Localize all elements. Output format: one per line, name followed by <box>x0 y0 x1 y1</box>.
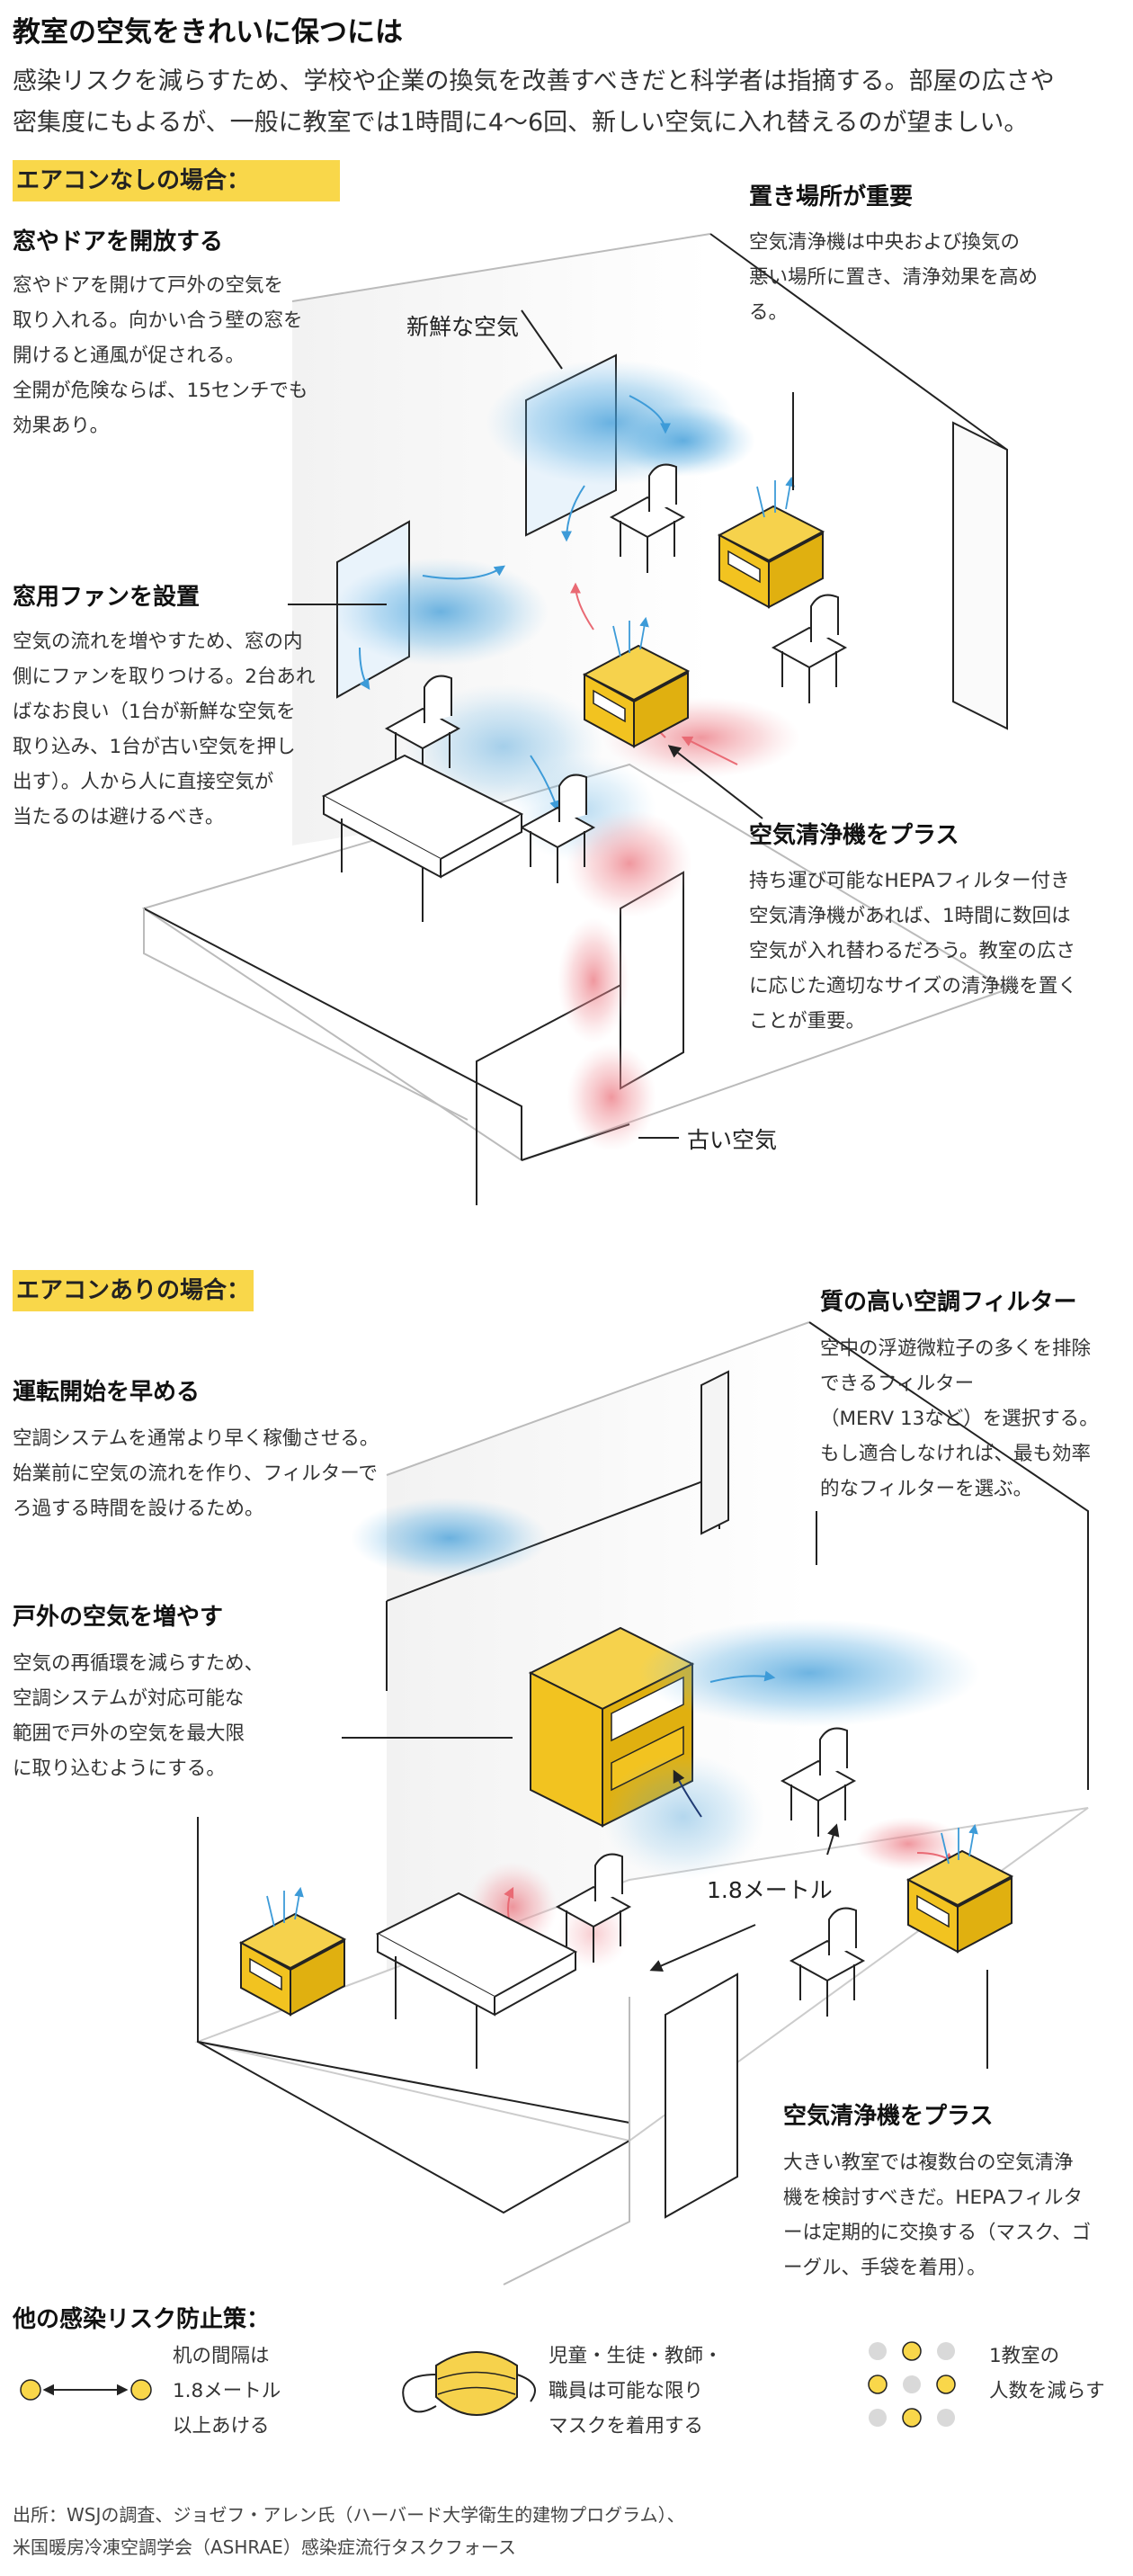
mask-icon <box>402 2351 536 2416</box>
reduce-people-icon <box>868 2341 956 2428</box>
intro-line: 感染リスクを減らすため、学校や企業の換気を改善すべきだと科学者は指摘する。部屋の… <box>13 67 1055 95</box>
fan-title: 窓用ファンを設置 <box>13 584 201 611</box>
filter-title: 質の高い空調フィルター <box>820 1289 1077 1316</box>
distance-label: 1.8メートル <box>707 1877 833 1903</box>
text-line: 1.8メートル <box>173 2380 281 2402</box>
text-line: 当たるのは避けるべき。 <box>13 806 225 828</box>
text-line: 範囲で戸外の空気を最大限 <box>13 1722 245 1745</box>
text-line: 空気清浄機があれば、1時間に数回は <box>749 905 1071 927</box>
text-line: マスクを着用する <box>549 2415 704 2437</box>
text-line: 全開が危険ならば、15センチでも <box>13 380 308 402</box>
other-title: 他の感染リスク防止策： <box>13 2306 271 2333</box>
page-title: 教室の空気をきれいに保つには <box>13 16 403 49</box>
text-line: 空気の流れを増やすため、窓の内 <box>13 631 303 653</box>
text-line: ーグル、手袋を着用）。 <box>783 2257 986 2279</box>
other-item-distance: 机の間隔は 1.8メートル 以上あける <box>173 2339 281 2444</box>
text-line: 空調システムが対応可能な <box>13 1687 245 1710</box>
text-line: 取り入れる。向かい合う壁の窓を <box>13 309 303 332</box>
room-with-ac <box>194 1321 1089 2285</box>
text-line: もし適合しなければ、最も効率 <box>820 1443 1092 1465</box>
outdoor-title: 戸外の空気を増やす <box>13 1604 224 1631</box>
purifier2-text: 大きい教室では複数台の空気清浄 機を検討すべきだ。HEPAフィルタ ーは定期的に… <box>783 2145 1091 2285</box>
text-line: る。 <box>749 301 789 324</box>
source-note: 出所：WSJの調査、ジョゼフ・アレン氏（ハーバード大学衛生的建物プログラム）、 … <box>13 2499 685 2563</box>
text-line: 児童・生徒・教師・ <box>549 2345 723 2367</box>
text-line: 空気の再循環を減らすため、 <box>13 1652 264 1675</box>
text-line: 始業前に空気の流れを作り、フィルターで <box>13 1462 378 1485</box>
text-line: 機を検討すべきだ。HEPAフィルタ <box>783 2187 1083 2209</box>
text-line: 空調システムを通常より早く稼働させる。 <box>13 1427 379 1450</box>
text-line: ばなお良い（1台が新鮮な空気を <box>13 701 296 723</box>
text-line: に応じた適切なサイズの清浄機を置く <box>749 975 1077 997</box>
filter-text: 空中の浮遊微粒子の多くを排除 できるフィルター （MERV 13など）を選択する… <box>820 1331 1099 1507</box>
fan-text: 空気の流れを増やすため、窓の内 側にファンを取りつける。2台あれ ばなお良い（1… <box>13 624 315 835</box>
text-line: 取り込み、1台が古い空気を押し <box>13 736 296 758</box>
other-item-people: 1教室の 人数を減らす <box>989 2339 1105 2409</box>
room-no-ac <box>141 233 1010 1205</box>
start-text: 空調システムを通常より早く稼働させる。 始業前に空気の流れを作り、フィルターで … <box>13 1421 379 1526</box>
text-line: ーは定期的に交換する（マスク、ゴ <box>783 2222 1092 2244</box>
outdoor-text: 空気の再循環を減らすため、 空調システムが対応可能な 範囲で戸外の空気を最大限 … <box>13 1646 263 1786</box>
text-line: 窓やドアを開けて戸外の空気を <box>13 274 284 297</box>
text-line: 側にファンを取りつける。2台あれ <box>13 666 316 688</box>
section-tag-with-ac: エアコンありの場合： <box>13 1270 254 1311</box>
intro-text: 感染リスクを減らすため、学校や企業の換気を改善すべきだと科学者は指摘する。部屋の… <box>13 61 1119 144</box>
purifier-title: 空気清浄機をプラス <box>749 822 959 849</box>
old-air-label: 古い空気 <box>687 1127 778 1153</box>
section-tag-no-ac: エアコンなしの場合： <box>13 160 340 201</box>
windows-text: 窓やドアを開けて戸外の空気を 取り入れる。向かい合う壁の窓を 開けると通風が促さ… <box>13 268 308 443</box>
text-line: に取り込むようにする。 <box>13 1758 226 1780</box>
text-line: 職員は可能な限り <box>549 2380 704 2402</box>
text-line: ことが重要。 <box>749 1010 866 1033</box>
other-item-mask: 児童・生徒・教師・ 職員は可能な限り マスクを着用する <box>549 2339 723 2444</box>
text-line: 空中の浮遊微粒子の多くを排除 <box>820 1337 1092 1360</box>
windows-title: 窓やドアを開放する <box>13 228 224 255</box>
purifier-text: 持ち運び可能なHEPAフィルター付き 空気清浄機があれば、1時間に数回は 空気が… <box>749 863 1077 1039</box>
text-line: 大きい教室では複数台の空気清浄 <box>783 2151 1074 2174</box>
text-line: 1教室の <box>989 2345 1060 2367</box>
text-line: 出す）。人から人に直接空気が <box>13 771 274 793</box>
text-line: （MERV 13など）を選択する。 <box>820 1408 1099 1430</box>
text-line: ろ過する時間を設けるため。 <box>13 1498 264 1520</box>
source-line: 米国暖房冷凍空調学会（ASHRAE）感染症流行タスクフォース <box>13 2536 516 2558</box>
text-line: 机の間隔は <box>173 2345 270 2367</box>
placement-title: 置き場所が重要 <box>749 183 914 210</box>
text-line: 持ち運び可能なHEPAフィルター付き <box>749 870 1070 892</box>
text-line: 的なフィルターを選ぶ。 <box>820 1478 1033 1500</box>
intro-line: 密集度にもよるが、一般に教室では1時間に4〜6回、新しい空気に入れ替えるのが望ま… <box>13 109 1029 137</box>
source-line: 出所：WSJの調査、ジョゼフ・アレン氏（ハーバード大学衛生的建物プログラム）、 <box>13 2504 685 2526</box>
distance-icon <box>20 2379 152 2401</box>
text-line: 効果あり。 <box>13 415 110 437</box>
text-line: 空気が入れ替わるだろう。教室の広さ <box>749 940 1075 962</box>
purifier2-title: 空気清浄機をプラス <box>783 2103 994 2130</box>
text-line: 悪い場所に置き、清浄効果を高め <box>749 266 1038 289</box>
text-line: 以上あける <box>173 2415 270 2437</box>
fresh-air-label: 新鮮な空気 <box>406 314 520 340</box>
placement-text: 空気清浄機は中央および換気の 悪い場所に置き、清浄効果を高め る。 <box>749 225 1038 330</box>
start-title: 運転開始を早める <box>13 1379 201 1406</box>
text-line: 人数を減らす <box>989 2380 1105 2402</box>
text-line: できるフィルター <box>820 1373 975 1395</box>
text-line: 開けると通風が促される。 <box>13 344 245 367</box>
text-line: 空気清浄機は中央および換気の <box>749 231 1021 254</box>
